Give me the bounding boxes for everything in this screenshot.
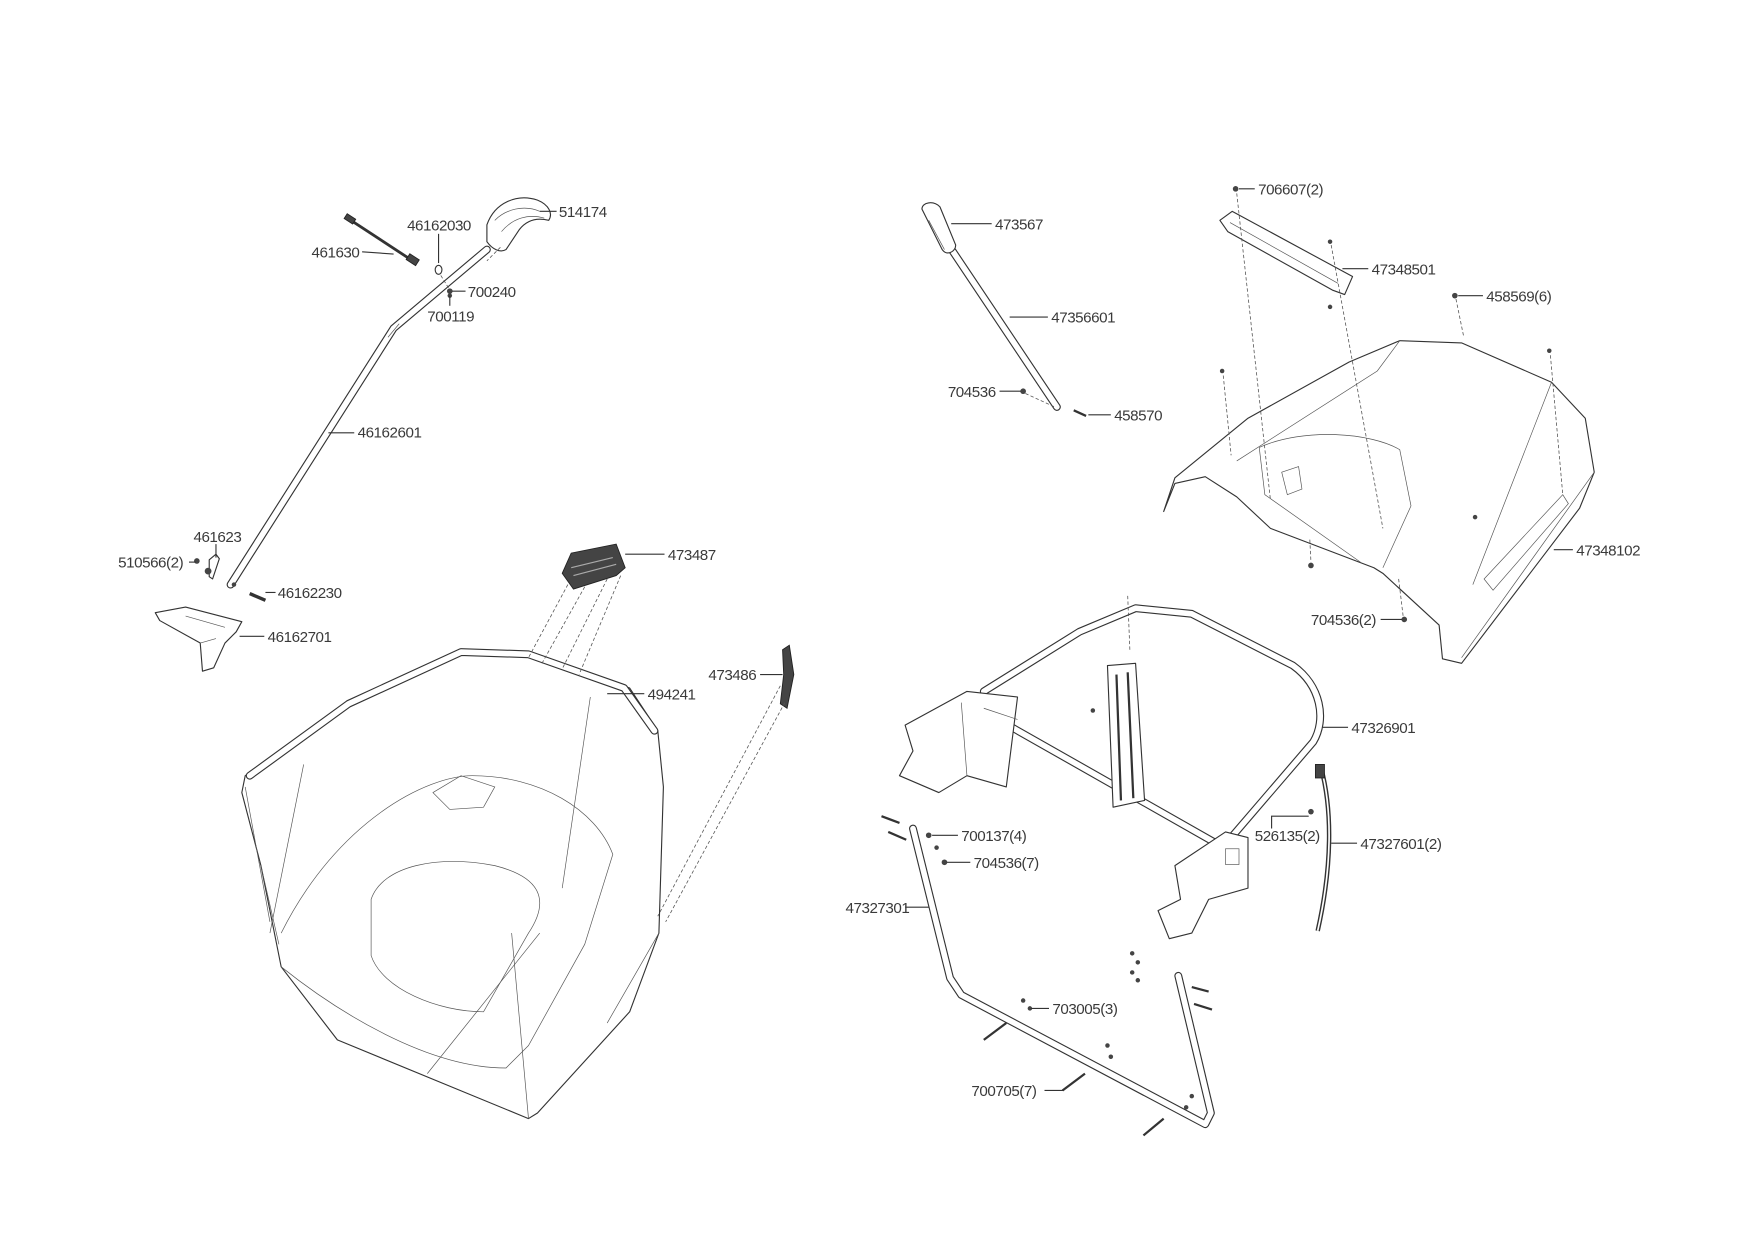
frame-fasteners (881, 815, 1213, 1137)
bag-pad-473487 (528, 543, 626, 675)
label-473486: 473486 (708, 667, 756, 684)
lower-frame-47327301 (909, 824, 1215, 1129)
label-47348102: 47348102 (1576, 542, 1640, 559)
label-514174: 514174 (559, 204, 607, 221)
label-494241: 494241 (648, 686, 696, 703)
label-526135: 526135(2) (1255, 828, 1320, 845)
label-703005: 703005(3) (1052, 1001, 1117, 1018)
label-47326901: 47326901 (1351, 720, 1415, 737)
handle-bar-47356601 (934, 226, 1061, 411)
label-700240: 700240 (468, 284, 516, 301)
label-510566: 510566(2) (118, 555, 183, 572)
label-473487: 473487 (668, 547, 716, 564)
label-47348501: 47348501 (1372, 261, 1436, 278)
leader-lines (188, 188, 1573, 1092)
side-strap-47327601 (1308, 764, 1332, 932)
top-frame-47326901 (974, 595, 1325, 850)
label-700705: 700705(7) (971, 1083, 1036, 1100)
lower-bracket-46162701 (154, 553, 267, 672)
frame-bracket-left (898, 690, 1019, 794)
grid-panel-center (1090, 662, 1146, 808)
frame-bracket-right (1157, 831, 1249, 940)
bag-lid-47348102 (1163, 340, 1595, 664)
label-706607: 706607(2) (1258, 181, 1323, 198)
label-461630: 461630 (312, 244, 360, 261)
label-704536-2: 704536(2) (1311, 612, 1376, 629)
label-46162230: 46162230 (278, 585, 342, 602)
label-458569: 458569(6) (1486, 288, 1551, 305)
label-46162701: 46162701 (268, 629, 332, 646)
handle-grip-473567 (921, 202, 957, 254)
label-704536: 704536 (948, 384, 996, 401)
label-700137: 700137(4) (961, 828, 1026, 845)
label-473567: 473567 (995, 216, 1043, 233)
label-46162601: 46162601 (358, 424, 422, 441)
label-47327601: 47327601(2) (1360, 836, 1441, 853)
handle-grip-514174 (486, 197, 552, 262)
cable-461630 (343, 213, 420, 267)
handle-fasteners (1020, 388, 1087, 417)
label-46162030: 46162030 (407, 217, 471, 234)
label-700119: 700119 (427, 309, 474, 326)
label-461623: 461623 (193, 529, 241, 546)
label-47356601: 47356601 (1051, 310, 1115, 327)
lid-handle-47348501 (1219, 210, 1354, 296)
part-number-labels: 514174 46162030 461630 700240 700119 461… (118, 181, 1640, 1100)
grass-bag-494241 (241, 648, 664, 1120)
lid-screws (1219, 186, 1564, 623)
label-458570: 458570 (1114, 407, 1162, 424)
label-704536-7: 704536(7) (974, 855, 1039, 872)
label-47327301: 47327301 (846, 900, 910, 917)
bag-clip-473486 (657, 644, 795, 923)
handle-tube-46162601 (226, 245, 491, 589)
